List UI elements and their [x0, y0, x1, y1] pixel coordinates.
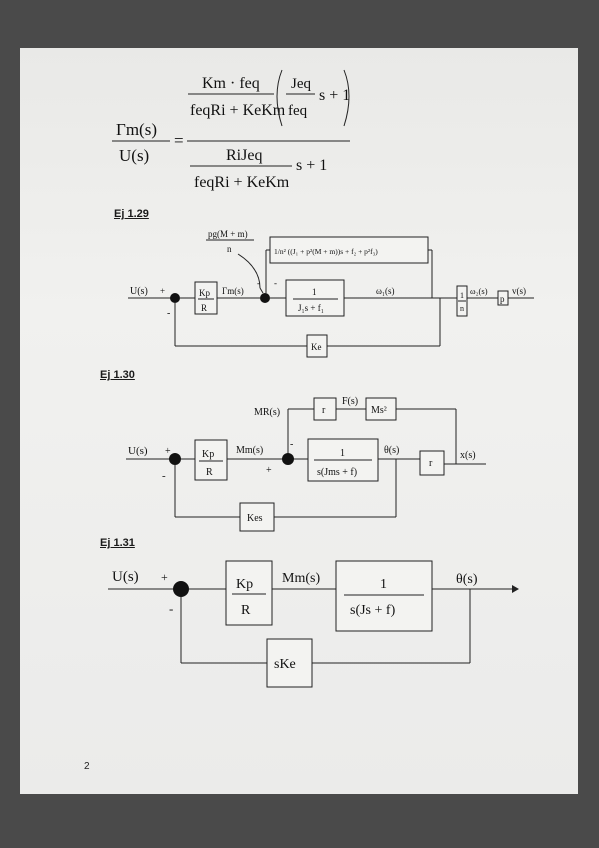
svg-text:1: 1 — [460, 291, 464, 300]
plant-block — [335, 560, 433, 632]
svg-text:r: r — [322, 405, 326, 416]
svg-text:-: - — [162, 470, 166, 482]
svg-text:+: + — [165, 446, 171, 457]
mr-label: MR(s) — [254, 407, 280, 418]
svg-text:s(Jms + f): s(Jms + f) — [317, 467, 357, 478]
disturbance-denominator: n — [227, 244, 232, 254]
svg-text:-: - — [257, 278, 260, 288]
svg-text:R: R — [206, 467, 213, 478]
block-diagram-ej-1-30: MR(s) r F(s) Ms² - U(s) + - Kp R Mm(s) +… — [126, 396, 486, 532]
formula-inner-denominator: feqRi + KeKm — [190, 102, 286, 119]
svg-text:Ke: Ke — [311, 342, 322, 352]
theta-label: θ(s) — [384, 445, 399, 456]
mm-label: Mm(s) — [282, 571, 320, 586]
svg-text:+: + — [266, 465, 272, 476]
formula-paren-tail: s + 1 — [319, 87, 350, 104]
formula-lhs-numerator: Γm(s) — [116, 120, 157, 139]
section-label-ej-1-31: Ej 1.31 — [100, 537, 135, 549]
formula-lhs-denominator: U(s) — [119, 146, 149, 165]
block-diagram-ej-1-31: U(s) + - Kp R Mm(s) 1 s(Js + f) θ(s) sKe — [108, 560, 519, 688]
svg-text:Kp: Kp — [199, 288, 210, 298]
kes-feedback-block — [239, 502, 275, 532]
gain-block-kp-r — [194, 439, 228, 481]
svg-text:Kp: Kp — [202, 449, 214, 460]
r-out-block — [419, 450, 445, 476]
formula-paren-denominator: feq — [288, 103, 308, 119]
svg-text:R: R — [201, 303, 207, 313]
x-output-label: x(s) — [460, 450, 476, 461]
plant-block-1 — [285, 279, 345, 317]
summing-junction — [173, 581, 189, 597]
svg-text:=: = — [174, 131, 184, 150]
svg-text:1: 1 — [380, 577, 387, 592]
svg-text:Kp: Kp — [236, 577, 253, 592]
svg-text:-: - — [290, 439, 293, 450]
summing-junction-1 — [169, 453, 181, 465]
section-label-ej-1-30: Ej 1.30 — [100, 369, 135, 381]
formula-outer-den-numerator: RiJeq — [226, 147, 262, 164]
force-label: F(s) — [342, 396, 358, 407]
formula-paren-numerator: Jeq — [291, 76, 311, 92]
summing-junction-2 — [260, 293, 270, 303]
section-label-ej-1-29: Ej 1.29 — [114, 208, 149, 220]
page-number: 2 — [84, 761, 90, 772]
svg-text:-: - — [167, 308, 170, 319]
disturbance-numerator: pg(M + m) — [208, 229, 248, 239]
summing-junction-1 — [170, 293, 180, 303]
feedback-friction-text: 1/n² ((J₁ + p²(M + m))s + f₂ + p²f₃) — [274, 247, 378, 256]
gain-block-kp-r — [225, 560, 273, 626]
input-label: U(s) — [130, 286, 148, 297]
input-label: U(s) — [128, 445, 148, 457]
omega2-label: ω₂(s) — [470, 286, 488, 296]
svg-text:s(Js + f): s(Js + f) — [350, 603, 396, 618]
formula-outer-den-denominator: feqRi + KeKm — [194, 174, 290, 191]
velocity-output-label: v(s) — [512, 286, 526, 296]
svg-text:J₁s + f₁: J₁s + f₁ — [298, 303, 324, 313]
block-diagram-ej-1-29: pg(M + m) n U(s) + - Kp R Γm(s) - - 1 J₁… — [128, 229, 534, 358]
mm-label: Mm(s) — [236, 445, 263, 456]
svg-text:+: + — [161, 570, 168, 584]
document-page: Γm(s) U(s) = Km · feq feqRi + KeKm Jeq f… — [20, 48, 578, 794]
svg-text:-: - — [169, 601, 173, 616]
svg-text:n: n — [460, 304, 464, 313]
svg-text:Ms²: Ms² — [371, 405, 387, 416]
formula-inner-numerator: Km · feq — [202, 75, 260, 92]
summing-junction-2 — [282, 453, 294, 465]
svg-text:+: + — [160, 286, 165, 296]
theta-output-label: θ(s) — [456, 572, 478, 587]
torque-label: Γm(s) — [222, 286, 244, 296]
transfer-function-formula: Γm(s) U(s) = Km · feq feqRi + KeKm Jeq f… — [112, 69, 350, 191]
formula-outer-den-tail: s + 1 — [296, 157, 327, 174]
svg-text:-: - — [274, 278, 277, 288]
svg-text:R: R — [241, 603, 251, 618]
svg-text:p: p — [500, 294, 505, 304]
svg-text:1: 1 — [312, 287, 317, 297]
omega1-label: ω₁(s) — [376, 286, 395, 296]
input-label: U(s) — [112, 569, 139, 585]
svg-text:r: r — [429, 458, 433, 469]
svg-text:sKe: sKe — [274, 657, 296, 672]
svg-text:1: 1 — [340, 448, 345, 459]
ske-feedback-block — [266, 638, 313, 688]
svg-text:Kes: Kes — [247, 513, 263, 524]
